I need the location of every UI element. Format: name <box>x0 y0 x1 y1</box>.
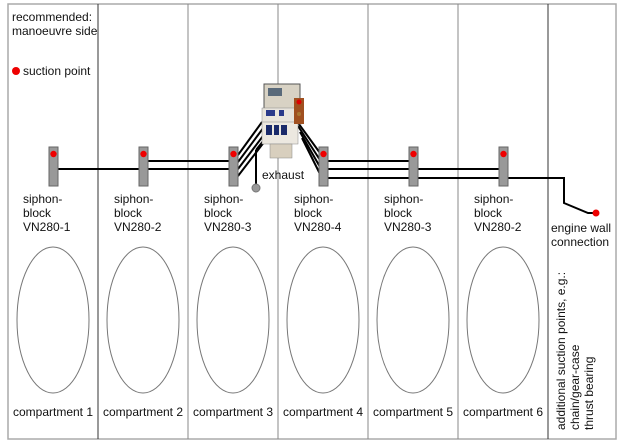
compartment-ellipse-5 <box>376 246 450 394</box>
compartment-label: compartment 6 <box>462 405 544 419</box>
compartment-label: compartment 4 <box>282 405 364 419</box>
suction-point-icon <box>320 150 327 158</box>
additional-suction-points-label: additional suction points, e.g.: chain/g… <box>554 271 596 430</box>
siphon-block-label: siphon- block VN280-3 <box>384 192 432 234</box>
suction-point-icon <box>50 150 57 158</box>
suction-point-icon <box>410 150 417 158</box>
legend-suction-label: suction point <box>23 64 91 78</box>
suction-point-icon <box>140 150 147 158</box>
siphon-block-4 <box>318 146 329 187</box>
compartment-label: compartment 1 <box>12 405 94 419</box>
siphon-block-label: siphon- block VN280-2 <box>474 192 522 234</box>
compartment-ellipse-4 <box>286 246 360 394</box>
engine-wall-connection-label: engine wall connection <box>551 221 612 249</box>
compartment-ellipse-6 <box>466 246 540 394</box>
legend-suction-point: suction point <box>12 64 90 78</box>
siphon-block-label: siphon- block VN280-3 <box>204 192 252 234</box>
legend-title: recommended: manoeuvre side <box>12 10 98 38</box>
drain-ball-icon <box>251 183 261 193</box>
diagram-frame <box>7 3 617 440</box>
compartment-ellipse-2 <box>106 246 180 394</box>
siphon-block-label: siphon- block VN280-4 <box>294 192 342 234</box>
suction-point-icon <box>230 150 237 158</box>
pipes-right <box>295 119 596 214</box>
exhaust-label: exhaust <box>262 168 305 182</box>
siphon-block-3 <box>228 146 239 187</box>
compartment-label: compartment 5 <box>372 405 454 419</box>
siphon-block-1 <box>48 146 59 187</box>
siphon-block-label: siphon- block VN280-1 <box>23 192 71 234</box>
siphon-block-2 <box>138 146 149 187</box>
siphon-block-5 <box>408 146 419 187</box>
compartment-ellipse-1 <box>16 246 90 394</box>
siphon-block-label: siphon- block VN280-2 <box>114 192 162 234</box>
engine-unit-icon <box>261 83 304 159</box>
compartment-ellipse-3 <box>196 246 270 394</box>
siphon-block-6 <box>498 146 509 187</box>
suction-point-icon <box>500 150 507 158</box>
suction-point-icon <box>12 67 20 75</box>
compartment-label: compartment 3 <box>192 405 274 419</box>
engine-wall-suction-point-icon <box>592 209 600 217</box>
compartment-label: compartment 2 <box>102 405 184 419</box>
